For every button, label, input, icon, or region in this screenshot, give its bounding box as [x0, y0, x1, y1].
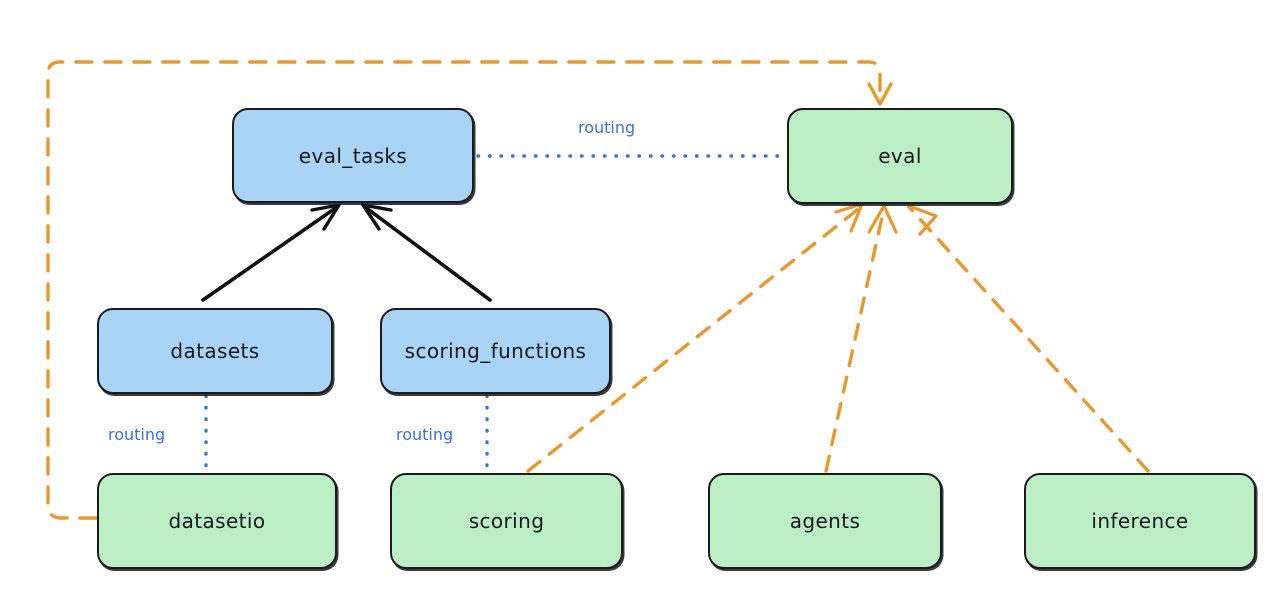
arrowhead-inference-to-eval — [907, 204, 938, 236]
node-datasets[interactable]: datasets — [97, 308, 333, 394]
edge-label-routing-datasets: routing — [108, 425, 166, 444]
arrowhead-datasetio-to-eval — [867, 82, 893, 106]
edge-label-routing-eval: routing — [578, 118, 636, 137]
node-eval-tasks[interactable]: eval_tasks — [232, 108, 474, 203]
arrowhead-scoring-to-eval — [834, 202, 864, 233]
node-label-eval: eval — [878, 144, 922, 168]
node-eval[interactable]: eval — [787, 108, 1013, 204]
node-scoring-functions[interactable]: scoring_functions — [380, 308, 611, 394]
edge-agents-to-eval — [824, 206, 886, 473]
node-scoring[interactable]: scoring — [390, 473, 623, 569]
node-label-inference: inference — [1091, 509, 1189, 533]
edge-scoring-functions-to-eval-tasks — [363, 205, 492, 302]
node-inference[interactable]: inference — [1024, 473, 1256, 569]
edge-label-routing-scoring: routing — [396, 425, 454, 444]
node-label-agents: agents — [789, 509, 861, 533]
node-label-scoring-functions: scoring_functions — [404, 339, 587, 363]
node-label-scoring: scoring — [468, 509, 545, 533]
node-datasetio[interactable]: datasetio — [97, 473, 337, 569]
arrowhead-datasets-to-eval-tasks — [310, 203, 341, 231]
arrowhead-agents-to-eval — [867, 204, 898, 234]
node-label-datasetio: datasetio — [168, 509, 266, 533]
node-agents[interactable]: agents — [708, 473, 942, 569]
edge-inference-to-eval — [907, 205, 1150, 473]
node-label-eval-tasks: eval_tasks — [298, 143, 408, 168]
node-label-datasets: datasets — [170, 339, 260, 363]
arrowhead-scoring-functions-to-eval-tasks — [361, 203, 393, 231]
edge-datasets-to-eval-tasks — [201, 205, 339, 302]
